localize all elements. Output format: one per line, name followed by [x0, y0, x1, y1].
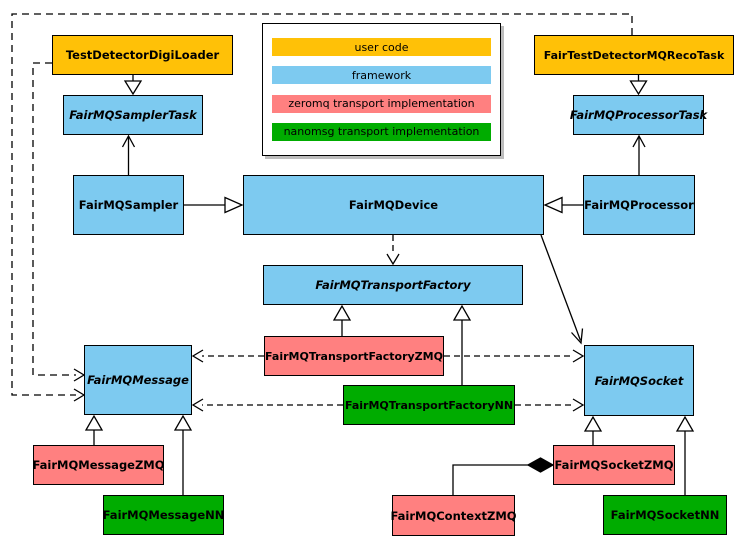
- edge-messagenn-message: [173, 414, 193, 495]
- edge-sampler-samplertask: [121, 134, 136, 175]
- class-fairmq-processor: FairMQProcessor: [583, 175, 695, 235]
- class-fairmq-device: FairMQDevice: [243, 175, 544, 235]
- class-fairmq-socket-nn: FairMQSocketNN: [603, 495, 727, 535]
- class-fairmq-message-nn: FairMQMessageNN: [103, 495, 224, 535]
- edge-processor-device: [543, 196, 583, 214]
- edge-recotask-processortask: [629, 75, 648, 96]
- legend-item-nanomsg: nanomsg transport implementation: [272, 122, 491, 141]
- class-fairmq-transport-factory-zmq: FairMQTransportFactoryZMQ: [264, 336, 444, 376]
- class-fairmq-processor-task: FairMQProcessorTask: [570, 95, 707, 135]
- class-fair-test-detector-mq-reco-task: FairTestDetectorMQRecoTask: [534, 35, 734, 75]
- open-arrowhead-icon: [191, 398, 204, 412]
- edge-sampler-device: [184, 196, 244, 214]
- hollow-triangle-icon: [332, 304, 352, 321]
- hollow-triangle-icon: [675, 415, 695, 432]
- class-fairmq-message: FairMQMessage: [84, 345, 192, 415]
- edge-factorynn-message-dashed: [191, 398, 343, 412]
- class-fairmq-sampler-task: FairMQSamplerTask: [63, 95, 203, 135]
- legend-item-framework: framework: [272, 66, 491, 85]
- composition-diamond-icon: [526, 457, 555, 473]
- class-fairmq-sampler: FairMQSampler: [73, 175, 184, 235]
- edge-device-socket: [540, 234, 584, 345]
- legend-item-user-code: user code: [272, 38, 491, 57]
- open-arrowhead-icon: [386, 253, 400, 266]
- open-arrowhead-icon: [572, 398, 585, 412]
- open-arrowhead-icon: [73, 368, 86, 382]
- class-fairmq-socket-zmq: FairMQSocketZMQ: [553, 445, 675, 485]
- class-fairmq-message-zmq: FairMQMessageZMQ: [32, 445, 165, 485]
- edge-factorynn-socket-dashed: [515, 398, 585, 412]
- legend-item-zeromq: zeromq transport implementation: [272, 94, 491, 113]
- class-fairmq-transport-factory: FairMQTransportFactory: [263, 265, 523, 305]
- edge-factoryzmq-socket-dashed: [444, 349, 585, 363]
- edge-device-transportfactory-dashed: [386, 235, 400, 266]
- edge-factorynn-factory: [452, 304, 472, 385]
- class-fairmq-socket: FairMQSocket: [584, 345, 694, 416]
- hollow-triangle-icon: [84, 414, 104, 431]
- edge-socketzmq-socket: [583, 415, 603, 445]
- hollow-triangle-icon: [583, 415, 603, 432]
- hollow-triangle-icon: [123, 80, 143, 96]
- edge-factoryzmq-message-dashed: [191, 349, 264, 363]
- edge-messagezmq-message: [84, 414, 104, 445]
- hollow-triangle-icon: [224, 196, 244, 214]
- edge-contextzmq-socketzmq: [452, 457, 555, 495]
- open-arrowhead-icon: [121, 134, 136, 148]
- edge-socketnn-socket: [675, 415, 695, 495]
- class-test-detector-digi-loader: TestDetectorDigiLoader: [52, 35, 233, 75]
- hollow-triangle-icon: [543, 196, 563, 214]
- hollow-triangle-icon: [173, 414, 193, 431]
- open-arrowhead-icon: [73, 388, 86, 402]
- open-arrowhead-icon: [571, 328, 584, 345]
- edge-processor-processortask: [632, 134, 646, 175]
- edge-digiloader-samplertask: [123, 75, 143, 96]
- class-fairmq-transport-factory-nn: FairMQTransportFactoryNN: [343, 385, 515, 425]
- hollow-triangle-icon: [629, 80, 648, 96]
- hollow-triangle-icon: [452, 304, 472, 321]
- edge-factoryzmq-factory: [332, 304, 352, 336]
- class-fairmq-context-zmq: FairMQContextZMQ: [390, 495, 517, 536]
- legend-panel: user code framework zeromq transport imp…: [262, 23, 501, 156]
- open-arrowhead-icon: [191, 349, 204, 363]
- open-arrowhead-icon: [572, 349, 585, 363]
- open-arrowhead-icon: [632, 134, 646, 148]
